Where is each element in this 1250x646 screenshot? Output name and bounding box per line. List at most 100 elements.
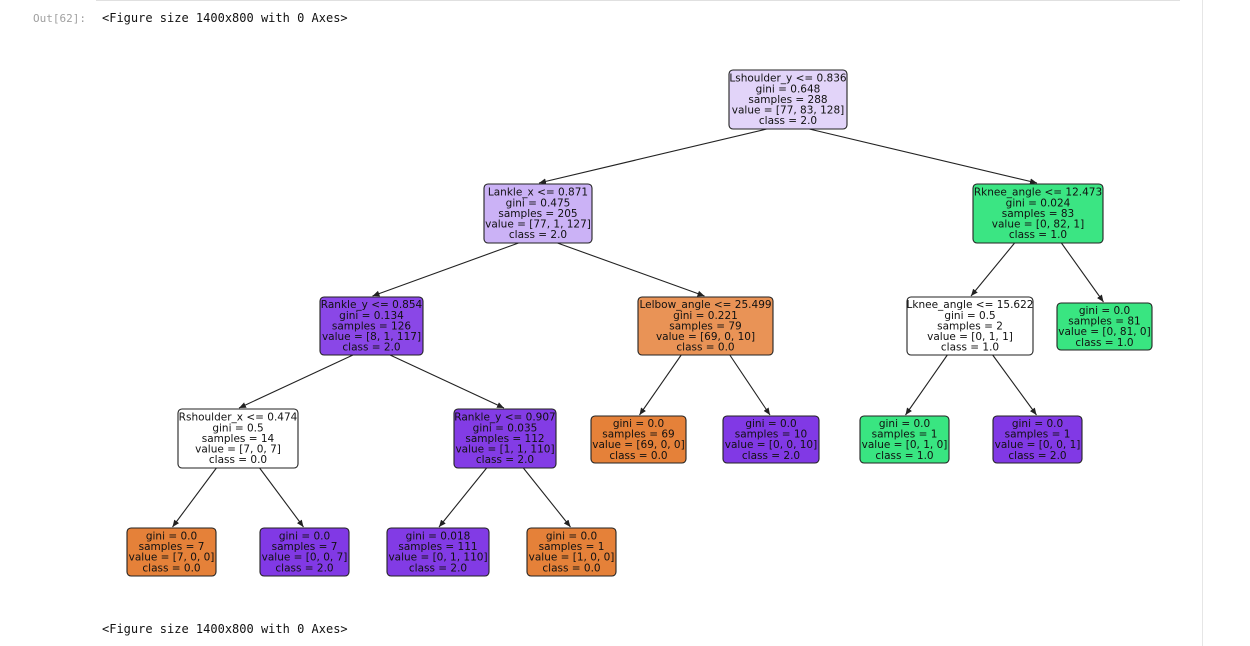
node-label-line: gini = 0.0	[279, 530, 330, 542]
node-label-line: gini = 0.648	[756, 83, 821, 95]
node-label-line: gini = 0.134	[339, 310, 404, 322]
node-label-line: samples = 10	[735, 429, 807, 441]
node-box	[728, 69, 848, 130]
node-label-line: class = 2.0	[275, 562, 333, 574]
node-label-line: Lknee_angle <= 15.622	[907, 299, 1034, 311]
node-label-line: Rshoulder_x <= 0.474	[179, 412, 298, 424]
tree-edge-arrow	[538, 128, 767, 185]
tree-edge-arrow	[389, 354, 505, 409]
node-label-line: samples = 1	[539, 541, 605, 553]
node-label-line: value = [69, 0, 10]	[656, 331, 755, 343]
node-label-line: value = [0, 1, 110]	[388, 552, 487, 564]
node-label-line: class = 0.0	[542, 562, 600, 574]
tree-edges	[172, 128, 1104, 528]
node-box	[177, 408, 299, 469]
figure-repr-text: <Figure size 1400x800 with 0 Axes>	[102, 11, 348, 25]
node-label-line: samples = 81	[1068, 316, 1140, 328]
node-label-line: class = 0.0	[609, 450, 667, 462]
node-label-line: Lshoulder_y <= 0.836	[729, 73, 847, 85]
node-label-line: class = 2.0	[342, 342, 400, 354]
node-box	[259, 527, 350, 577]
figure-repr-text-2: <Figure size 1400x800 with 0 Axes>	[102, 622, 348, 636]
tree-edge-arrow	[809, 128, 1038, 185]
node-label-line: value = [77, 83, 128]	[732, 104, 844, 116]
node-label-line: samples = 112	[465, 433, 544, 445]
node-label-line: class = 0.0	[676, 342, 734, 354]
node-label-line: gini = 0.018	[406, 530, 471, 542]
node-label-line: gini = 0.0	[146, 530, 197, 542]
node-box	[590, 415, 687, 464]
node-box	[637, 296, 774, 356]
node-label-line: samples = 205	[498, 208, 577, 220]
node-label-line: samples = 7	[272, 541, 338, 553]
node-label-line: Rankle_y <= 0.854	[321, 299, 423, 311]
node-label-line: gini = 0.035	[473, 422, 538, 434]
node-label-line: class = 2.0	[742, 450, 800, 462]
node-label-line: value = [0, 0, 7]	[262, 552, 348, 564]
node-label-line: gini = 0.0	[745, 418, 796, 430]
node-label-line: gini = 0.5	[212, 422, 263, 434]
node-box	[859, 415, 950, 464]
node-label-line: samples = 1	[872, 429, 938, 441]
node-label-line: value = [1, 1, 110]	[455, 443, 554, 455]
tree-edge-arrow	[905, 354, 948, 416]
tree-edge-arrow	[438, 467, 488, 528]
node-label-line: value = [0, 82, 1]	[992, 218, 1084, 230]
node-label-line: class = 2.0	[1008, 450, 1066, 462]
node-label-line: value = [7, 0, 0]	[129, 552, 215, 564]
node-label-line: class = 1.0	[1009, 229, 1067, 241]
node-box	[386, 527, 490, 577]
node-label-line: value = [0, 81, 0]	[1058, 326, 1150, 338]
node-label-line: samples = 126	[332, 320, 411, 332]
node-label-line: class = 1.0	[875, 450, 933, 462]
cell-top-border	[96, 0, 1180, 1]
tree-edge-arrow	[557, 242, 705, 297]
node-label-line: gini = 0.5	[944, 310, 995, 322]
tree-edge-arrow	[238, 354, 354, 409]
node-label-line: value = [0, 0, 10]	[725, 439, 817, 451]
node-box	[453, 408, 557, 469]
scrollbar-track[interactable]	[1202, 0, 1203, 646]
tree-edge-arrow	[992, 354, 1037, 416]
node-label-line: class = 2.0	[476, 454, 534, 466]
node-label-line: value = [0, 1, 1]	[927, 331, 1013, 343]
node-label-line: gini = 0.024	[1006, 197, 1071, 209]
node-box	[972, 183, 1104, 244]
node-label-line: gini = 0.0	[879, 418, 930, 430]
tree-edge-arrow	[522, 467, 571, 528]
node-label-line: samples = 1	[1005, 429, 1071, 441]
node-label-line: samples = 288	[748, 94, 827, 106]
node-label-line: class = 2.0	[759, 115, 817, 127]
node-label-line: samples = 79	[669, 320, 741, 332]
node-label-line: gini = 0.475	[506, 197, 571, 209]
node-label-line: value = [69, 0, 0]	[592, 439, 684, 451]
node-label-line: gini = 0.0	[546, 530, 597, 542]
node-label-line: class = 0.0	[142, 562, 200, 574]
node-label-line: value = [77, 1, 127]	[485, 218, 591, 230]
tree-edge-arrow	[259, 467, 304, 528]
node-label-line: gini = 0.221	[673, 310, 738, 322]
node-label-line: samples = 69	[602, 429, 674, 441]
node-label-line: value = [7, 0, 7]	[195, 443, 281, 455]
tree-edge-arrow	[1060, 242, 1104, 303]
node-label-line: value = [0, 1, 0]	[862, 439, 948, 451]
node-label-line: gini = 0.0	[1012, 418, 1063, 430]
node-label-line: samples = 7	[139, 541, 205, 553]
node-label-line: gini = 0.0	[613, 418, 664, 430]
node-label-line: samples = 14	[202, 433, 275, 445]
node-label-line: samples = 2	[937, 320, 1003, 332]
tree-edge-arrow	[372, 242, 519, 297]
